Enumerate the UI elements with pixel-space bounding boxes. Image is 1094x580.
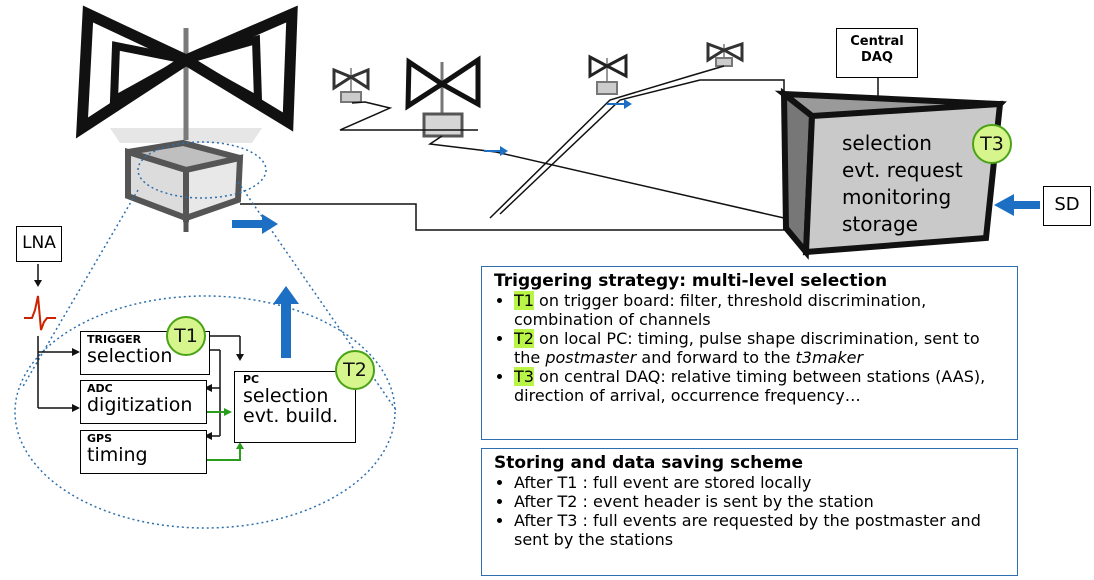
gps-small-label: GPS xyxy=(87,432,113,445)
blue-arrow-up xyxy=(273,286,299,358)
storing-item: After T2 : event header is sent by the s… xyxy=(514,492,1007,511)
t3-badge: T3 xyxy=(972,124,1012,164)
trigger-big-label: selection xyxy=(87,345,173,367)
main-antenna xyxy=(75,5,298,232)
green-arrowhead-2 xyxy=(236,442,244,449)
central-daq-label: Central DAQ xyxy=(850,34,904,65)
zoom-line-left xyxy=(21,189,139,389)
storing-title: Storing and data saving scheme xyxy=(494,453,804,473)
zoom-source-ellipse xyxy=(137,141,267,199)
blue-arrow-small-1 xyxy=(484,146,508,156)
pc-line2: evt. build. xyxy=(243,405,339,427)
arrow-to-adc xyxy=(204,384,212,392)
triggering-title: Triggering strategy: multi-level selecti… xyxy=(494,271,888,291)
lna-label: LNA xyxy=(22,233,56,253)
postmaster-term: postmaster xyxy=(545,348,637,367)
arrow-to-pc xyxy=(236,354,244,361)
gps-big-label: timing xyxy=(87,444,148,466)
lna-arrowhead xyxy=(34,280,42,287)
network-cables xyxy=(240,65,785,231)
gps-box: GPS timing xyxy=(80,430,207,474)
storing-item: After T1 : full event are stored locally xyxy=(514,473,1007,492)
remote-antenna-4 xyxy=(706,41,744,67)
triggering-item-t2: T2 on local PC: timing, pulse shape disc… xyxy=(514,329,1007,367)
blue-arrow-station-out xyxy=(232,214,278,234)
t1-tag: T1 xyxy=(514,291,534,310)
storage-functions: selection evt. request monitoring storag… xyxy=(842,130,963,238)
station-right-face xyxy=(183,154,244,223)
triggering-list: T1 on trigger board: filter, threshold d… xyxy=(494,291,1007,405)
remote-antenna-1 xyxy=(332,67,370,103)
pc-small-label: PC xyxy=(243,373,260,386)
storing-list: After T1 : full event are stored locally… xyxy=(494,473,1007,549)
storage-line: selection xyxy=(842,131,932,155)
t3-tag: T3 xyxy=(514,367,534,386)
green-arrowhead-1 xyxy=(224,408,232,416)
adc-big-label: digitization xyxy=(87,394,193,416)
triggering-text: and forward to the xyxy=(636,348,796,367)
triggering-text: on local PC: timing, pulse shape discrim… xyxy=(514,329,980,367)
storage-line: storage xyxy=(842,212,918,236)
storing-scheme-panel: Storing and data saving scheme After T1 … xyxy=(481,448,1018,576)
triggering-text: on trigger board: filter, threshold disc… xyxy=(514,291,927,329)
signal-distribution xyxy=(37,336,72,409)
central-daq-box: Central DAQ xyxy=(836,28,918,78)
t2-tag: T2 xyxy=(514,329,534,348)
green-data-arrows xyxy=(207,411,241,461)
zoom-ellipse xyxy=(14,295,396,529)
t2-badge: T2 xyxy=(335,350,375,390)
storage-line: monitoring xyxy=(842,185,952,209)
storing-item: After T3 : full events are requested by … xyxy=(514,511,1007,549)
signal-arrow-trigger xyxy=(72,348,80,356)
signal-arrow-adc xyxy=(72,404,80,412)
t1-badge: T1 xyxy=(166,316,206,356)
arrow-to-gps xyxy=(204,432,212,440)
sd-box: SD xyxy=(1043,186,1091,226)
sd-label: SD xyxy=(1054,194,1080,215)
remote-antenna-3 xyxy=(588,53,628,95)
adc-small-label: ADC xyxy=(87,382,113,395)
triggering-item-t3: T3 on central DAQ: relative timing betwe… xyxy=(514,367,1007,405)
triggering-text: on central DAQ: relative timing between … xyxy=(514,367,986,405)
remote-antenna-2 xyxy=(405,55,481,138)
triggering-item-t1: T1 on trigger board: filter, threshold d… xyxy=(514,291,1007,329)
central-daq-storage xyxy=(774,78,1007,260)
adc-box: ADC digitization xyxy=(80,380,207,424)
antenna-right-inner xyxy=(175,34,263,107)
pc-box: PC selection evt. build. xyxy=(234,371,356,443)
signal-waveform xyxy=(24,295,56,331)
pc-line1: selection xyxy=(243,385,329,407)
triggering-strategy-panel: Triggering strategy: multi-level selecti… xyxy=(481,266,1018,440)
antenna-left-arm xyxy=(75,5,198,139)
blue-arrow-sd xyxy=(994,194,1040,216)
trigger-small-label: TRIGGER xyxy=(87,333,142,346)
storage-line: evt. request xyxy=(842,158,963,182)
t3maker-term: t3maker xyxy=(795,348,864,367)
antenna-left-inner xyxy=(109,41,198,107)
blue-arrow-small-2 xyxy=(607,99,632,109)
lna-box: LNA xyxy=(16,226,62,262)
